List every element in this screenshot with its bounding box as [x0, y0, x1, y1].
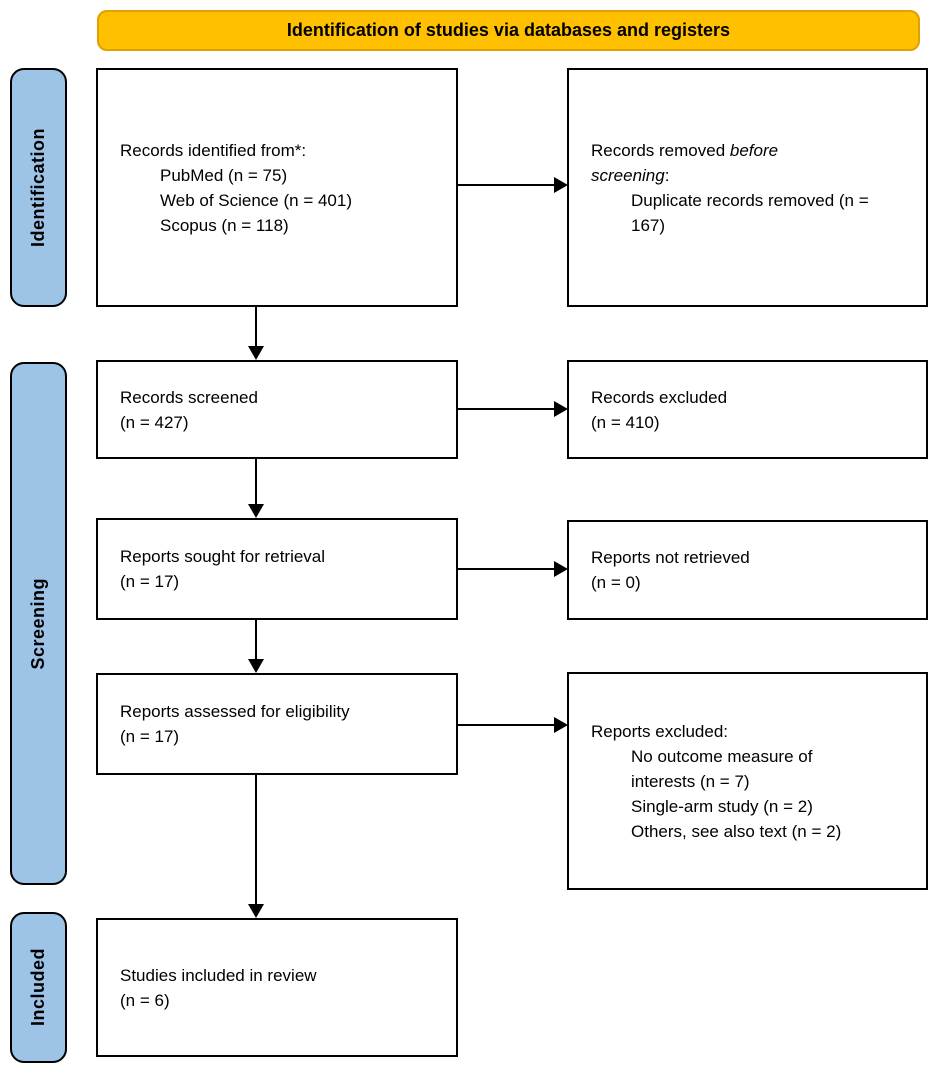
arrow-sought-to-assessed: [248, 620, 264, 673]
banner-title: Identification of studies via databases …: [286, 20, 731, 40]
reports-excluded-title: Reports excluded:: [591, 721, 729, 741]
box-reports-assessed: Reports assessed for eligibility (n = 17…: [96, 673, 458, 775]
stage-label-screening-text: Screening: [28, 577, 48, 670]
records-identified-item: Scopus (n = 118): [160, 215, 289, 235]
reports-assessed-line: Reports assessed for eligibility: [120, 702, 350, 721]
box-records-identified-title: Records identified from*:: [120, 140, 307, 160]
box-reports-excluded: Reports excluded: No outcome measure of …: [567, 672, 928, 890]
arrow-assessed-to-reports-excluded: [458, 717, 568, 733]
studies-included-count: (n = 6): [120, 990, 170, 1010]
box-records-identified: Records identified from*: PubMed (n = 75…: [96, 68, 458, 307]
reports-sought-line: Reports sought for retrieval: [120, 547, 326, 566]
arrow-assessed-to-included: [248, 775, 264, 918]
arrow-identified-to-screened: [248, 307, 264, 360]
records-removed-title-italic: before screening: [591, 140, 779, 185]
reports-not-retrieved-count: (n = 0): [591, 573, 641, 592]
stage-label-identification: Identification: [10, 68, 67, 307]
reports-not-retrieved-line: Reports not retrieved: [591, 548, 750, 567]
records-screened-line: Records screened: [120, 387, 258, 407]
records-identified-item: Web of Science (n = 401): [160, 190, 352, 210]
stage-label-identification-text: Identification: [28, 128, 48, 247]
records-removed-title-normal: Records removed: [591, 140, 730, 160]
box-records-screened: Records screened (n = 427): [96, 360, 458, 459]
stage-label-screening: Screening: [10, 362, 67, 885]
records-removed-item: Duplicate records removed (n = 167): [631, 190, 869, 235]
reports-excluded-item: No outcome measure of interests (n = 7): [631, 746, 813, 791]
stage-label-included-text: Included: [28, 948, 48, 1027]
box-studies-included: Studies included in review (n = 6): [96, 918, 458, 1057]
box-records-removed: Records removed before screening: Duplic…: [567, 68, 928, 307]
arrow-sought-to-not-retrieved: [458, 561, 568, 577]
stage-label-included: Included: [10, 912, 67, 1063]
studies-included-line: Studies included in review: [120, 965, 317, 985]
records-screened-count: (n = 427): [120, 412, 189, 432]
arrow-screened-to-excluded: [458, 401, 568, 417]
box-reports-not-retrieved: Reports not retrieved (n = 0): [567, 520, 928, 620]
reports-sought-count: (n = 17): [120, 572, 180, 591]
box-records-excluded: Records excluded (n = 410): [567, 360, 928, 459]
reports-assessed-count: (n = 17): [120, 727, 180, 746]
reports-excluded-item: Single-arm study (n = 2): [631, 796, 813, 816]
arrow-screened-to-sought: [248, 459, 264, 518]
records-excluded-count: (n = 410): [591, 412, 660, 432]
records-excluded-line: Records excluded: [591, 387, 728, 407]
box-reports-sought: Reports sought for retrieval (n = 17): [96, 518, 458, 620]
reports-excluded-item: Others, see also text (n = 2): [631, 821, 842, 841]
records-identified-item: PubMed (n = 75): [160, 165, 288, 185]
records-removed-title-suffix: :: [664, 165, 670, 185]
records-removed-title: Records removed before screening:: [591, 138, 836, 188]
banner-identification-via-databases: Identification of studies via databases …: [97, 10, 920, 51]
arrow-identified-to-removed: [458, 177, 568, 193]
